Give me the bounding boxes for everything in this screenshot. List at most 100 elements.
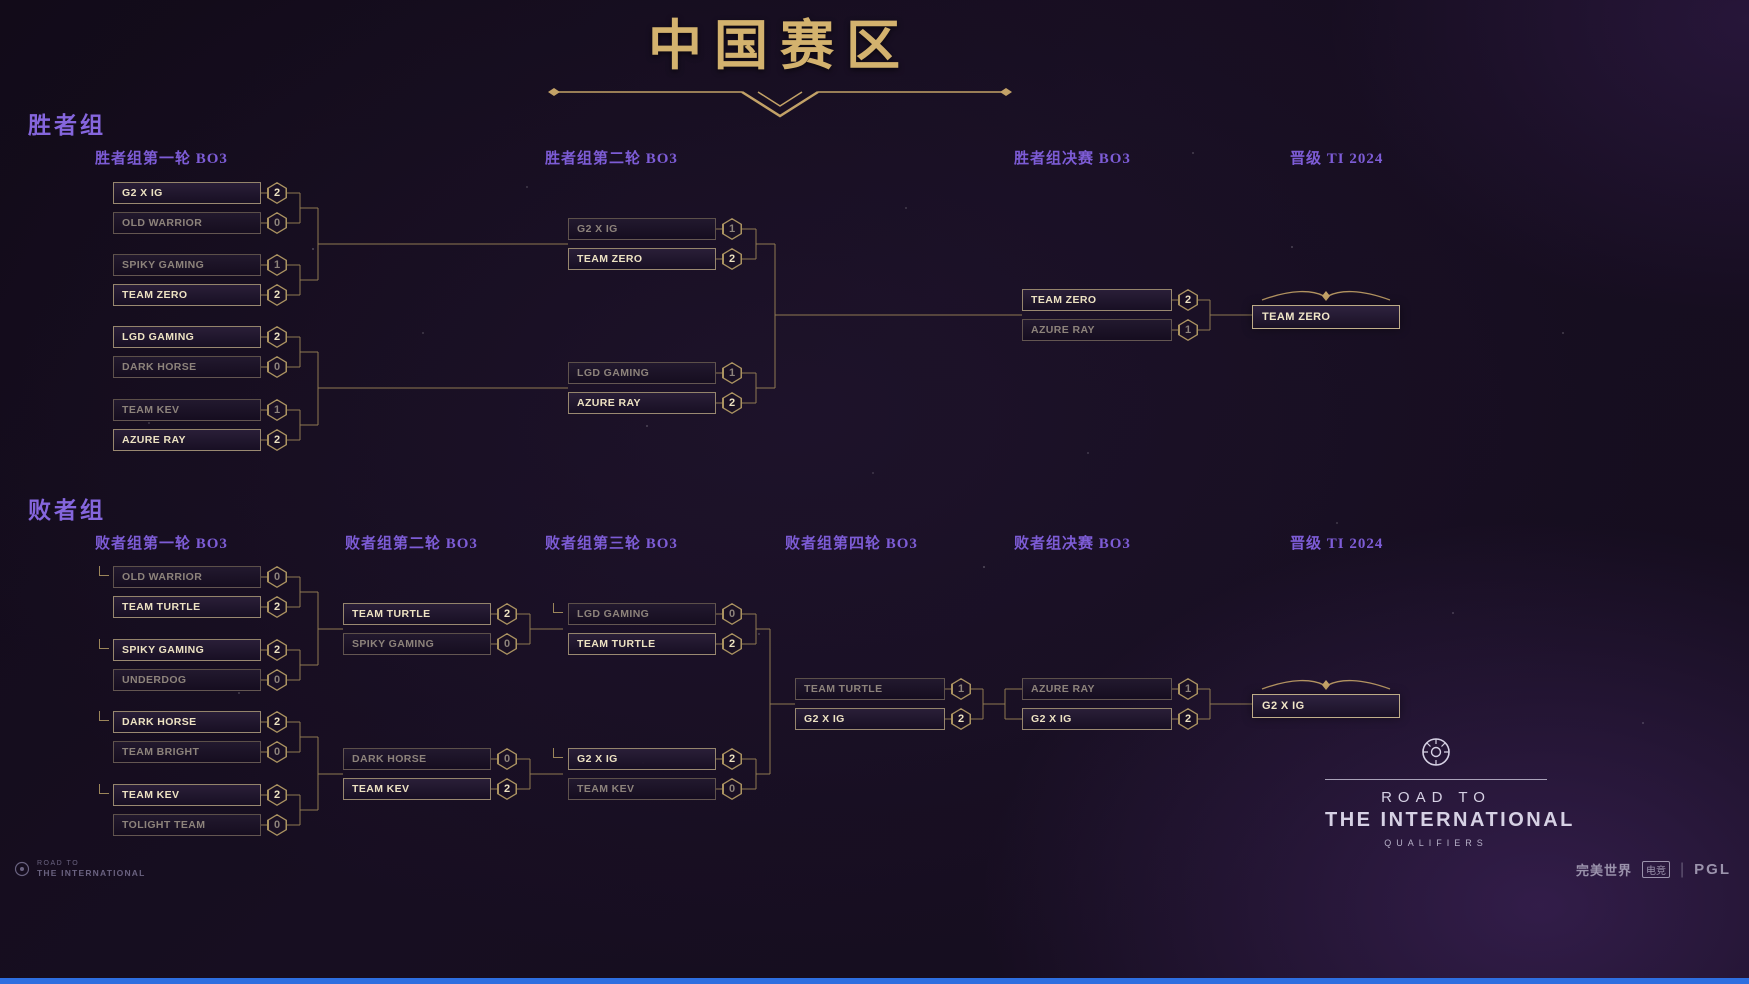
drop-in-mark-icon (99, 784, 109, 794)
team-row: SPIKY GAMING 1 (113, 254, 287, 276)
team-row: LGD GAMING 2 (113, 326, 287, 348)
team-name: SPIKY GAMING (122, 644, 205, 656)
team-score: 2 (273, 289, 281, 301)
score-hex-icon: 1 (951, 678, 971, 700)
team-box: TEAM ZERO (113, 284, 261, 306)
score-hex-icon: 2 (497, 603, 517, 625)
team-row: SPIKY GAMING 2 (113, 639, 287, 661)
watermark-text: ROAD TO THE INTERNATIONAL (37, 860, 146, 878)
lb-r2-match-1: TEAM TURTLE 2 SPIKY GAMING 0 (343, 603, 517, 655)
team-score: 2 (728, 253, 736, 265)
team-row: OLD WARRIOR 0 (113, 566, 287, 588)
team-name: TEAM BRIGHT (122, 746, 200, 758)
team-row: TEAM TURTLE 1 (795, 678, 971, 700)
team-name: TEAM KEV (577, 783, 635, 795)
wb-r1-match-4: TEAM KEV 1 AZURE RAY 2 (113, 399, 287, 451)
drop-in-mark-icon (99, 639, 109, 649)
team-box: AZURE RAY (1022, 678, 1172, 700)
lb-r2-match-2: DARK HORSE 0 TEAM KEV 2 (343, 748, 517, 800)
score-hex-icon: 0 (497, 633, 517, 655)
wb-r1-match-1: G2 X IG 2 OLD WARRIOR 0 (113, 182, 287, 234)
team-name: LGD GAMING (122, 331, 195, 343)
team-name: TEAM ZERO (122, 289, 188, 301)
team-box: SPIKY GAMING (113, 639, 261, 661)
team-score: 2 (273, 716, 281, 728)
lb-r1-match-1: OLD WARRIOR 0 TEAM TURTLE 2 (113, 566, 287, 618)
team-name: G2 X IG (122, 187, 163, 199)
score-hex-icon: 0 (267, 814, 287, 836)
team-score: 1 (1184, 683, 1192, 695)
team-row: G2 X IG 2 (1022, 708, 1198, 730)
score-hex-icon: 0 (497, 748, 517, 770)
column-header-lb-final: 败者组决赛 BO3 (1014, 536, 1131, 552)
team-row: TEAM ZERO 2 (113, 284, 287, 306)
team-row: TEAM ZERO 2 (1022, 289, 1198, 311)
team-box: TEAM KEV (113, 784, 261, 806)
team-name: UNDERDOG (122, 674, 187, 686)
score-hex-icon: 0 (267, 566, 287, 588)
team-score: 1 (728, 223, 736, 235)
column-header-wb-advance: 晋级 TI 2024 (1290, 151, 1384, 167)
team-box: TEAM KEV (113, 399, 261, 421)
team-box: LGD GAMING (113, 326, 261, 348)
score-hex-icon: 1 (722, 362, 742, 384)
losers-section-label: 败者组 (28, 498, 106, 523)
team-row: AZURE RAY 1 (1022, 678, 1198, 700)
team-row: G2 X IG 2 (795, 708, 971, 730)
partner-logos: 完美世界 电竞 | PGL (1576, 860, 1731, 879)
team-box: G2 X IG (568, 748, 716, 770)
score-hex-icon: 0 (722, 778, 742, 800)
score-hex-icon: 2 (267, 784, 287, 806)
score-hex-icon: 2 (267, 596, 287, 618)
winners-section-label: 胜者组 (28, 113, 106, 138)
team-score: 2 (728, 638, 736, 650)
team-box: AZURE RAY (1022, 319, 1172, 341)
team-score: 2 (1184, 294, 1192, 306)
team-name: AZURE RAY (122, 434, 186, 446)
aegis-icon (1422, 738, 1450, 766)
team-name: OLD WARRIOR (122, 217, 203, 229)
score-hex-icon: 2 (267, 639, 287, 661)
team-score: 2 (273, 187, 281, 199)
perfect-world-logo: 完美世界 (1575, 863, 1632, 878)
team-row: AZURE RAY 2 (568, 392, 742, 414)
team-name: LGD GAMING (577, 608, 650, 620)
team-name: AZURE RAY (1031, 324, 1095, 336)
team-name: TEAM KEV (122, 789, 180, 801)
score-hex-icon: 0 (267, 356, 287, 378)
team-score: 2 (728, 753, 736, 765)
wb-r1-match-3: LGD GAMING 2 DARK HORSE 0 (113, 326, 287, 378)
wb-r2-match-2: LGD GAMING 1 AZURE RAY 2 (568, 362, 742, 414)
lb-r3-match-1: LGD GAMING 0 TEAM TURTLE 2 (568, 603, 742, 655)
title-ornament-icon (548, 88, 1012, 118)
team-box: DARK HORSE (343, 748, 491, 770)
team-box: DARK HORSE (113, 711, 261, 733)
team-row: AZURE RAY 2 (113, 429, 287, 451)
team-name: LGD GAMING (577, 367, 650, 379)
watermark: ROAD TO THE INTERNATIONAL (14, 860, 146, 878)
column-header-lb-r3: 败者组第三轮 BO3 (545, 536, 678, 552)
team-name: DARK HORSE (122, 716, 197, 728)
team-name: G2 X IG (1031, 713, 1072, 725)
team-box: G2 X IG (1022, 708, 1172, 730)
team-score: 2 (1184, 713, 1192, 725)
team-row: TEAM TURTLE 2 (568, 633, 742, 655)
logo-qualifiers: QUALIFIERS (1384, 838, 1488, 848)
score-hex-icon: 0 (267, 741, 287, 763)
drop-in-mark-icon (99, 566, 109, 576)
team-box: G2 X IG (113, 182, 261, 204)
score-hex-icon: 1 (267, 254, 287, 276)
score-hex-icon: 1 (267, 399, 287, 421)
team-score: 0 (273, 361, 281, 373)
team-score: 0 (273, 746, 281, 758)
score-hex-icon: 0 (722, 603, 742, 625)
team-row: SPIKY GAMING 0 (343, 633, 517, 655)
team-score: 2 (957, 713, 965, 725)
watermark-line2: THE INTERNATIONAL (37, 868, 146, 878)
team-box: TEAM TURTLE (113, 596, 261, 618)
score-hex-icon: 2 (267, 284, 287, 306)
team-box: SPIKY GAMING (113, 254, 261, 276)
team-box: OLD WARRIOR (113, 566, 261, 588)
team-score: 1 (273, 404, 281, 416)
score-hex-icon: 1 (1178, 678, 1198, 700)
